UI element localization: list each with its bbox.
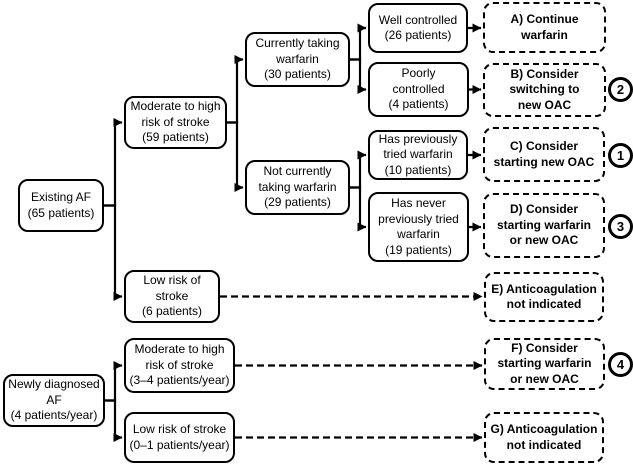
connector-current-to-poorly <box>350 58 367 94</box>
node-existing-af: Existing AF (65 patients) <box>18 179 104 232</box>
node-low-risk-existing: Low risk of stroke (6 patients) <box>124 270 220 323</box>
priority-badge-4: 4 <box>608 352 633 377</box>
connector-moderate-to-notcurrent <box>227 121 244 192</box>
node-not-currently-taking-warfarin: Not currently taking warfarin (29 patien… <box>245 160 350 215</box>
priority-badge-1: 1 <box>608 143 633 168</box>
connector-notcurrent-to-never <box>350 186 367 232</box>
node-newly-diagnosed-af: Newly diagnosed AF (4 patients/year) <box>3 374 105 427</box>
node-previously-tried-warfarin: Has previously tried warfarin (10 patien… <box>368 130 468 180</box>
node-moderate-high-new: Moderate to high risk of stroke (3–4 pat… <box>124 338 235 393</box>
node-moderate-high-existing: Moderate to high risk of stroke (59 pati… <box>124 96 227 149</box>
outcome-f-start-warfarin-or-oac: F) Consider starting warfarin or new OAC <box>484 338 605 390</box>
priority-badge-2: 2 <box>608 77 633 102</box>
node-never-tried-warfarin: Has never previously tried warfarin (19 … <box>368 192 469 262</box>
connector-current-to-well <box>350 23 367 61</box>
connector-existing-to-moderate <box>104 118 123 207</box>
connector-existing-to-lowrisk <box>104 204 123 301</box>
outcome-b-switch-new-oac: B) Consider switching to new OAC <box>483 63 606 117</box>
node-low-risk-new: Low risk of stroke (0–1 patients/year) <box>124 412 235 463</box>
connector-moderate-to-current <box>227 55 244 124</box>
connector-newly-to-moderate <box>104 361 123 402</box>
node-well-controlled: Well controlled (26 patients) <box>368 3 468 53</box>
outcome-g-not-indicated: G) Anticoagulation not indicated <box>484 412 604 463</box>
node-currently-taking-warfarin: Currently taking warfarin (30 patients) <box>245 32 350 87</box>
connector-newly-to-lowrisk <box>104 399 123 442</box>
priority-badge-3: 3 <box>608 214 633 239</box>
outcome-c-start-new-oac: C) Consider starting new OAC <box>483 127 605 182</box>
node-poorly-controlled: Poorly controlled (4 patients) <box>368 62 469 117</box>
outcome-d-start-warfarin-or-oac: D) Consider starting warfarin or new OAC <box>483 193 605 258</box>
outcome-e-not-indicated: E) Anticoagulation not indicated <box>484 272 604 322</box>
outcome-a-continue-warfarin: A) Continue warfarin <box>483 2 606 53</box>
connector-notcurrent-to-tried <box>350 150 367 189</box>
